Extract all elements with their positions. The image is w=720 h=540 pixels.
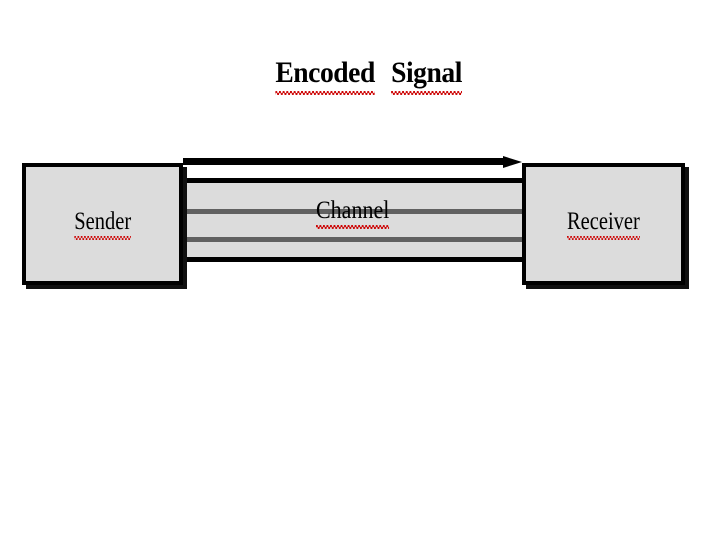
page-title: Encoded Signal xyxy=(268,56,468,95)
page-title-word-2: Signal xyxy=(391,56,463,95)
signal-arrow xyxy=(183,156,522,168)
sender-label: Sender xyxy=(74,208,132,240)
sender-box: Sender xyxy=(22,163,183,285)
channel-band: Channel xyxy=(183,178,522,262)
channel-inner-line-2 xyxy=(183,237,522,242)
receiver-box: Receiver xyxy=(522,163,685,285)
receiver-label: Receiver xyxy=(567,208,640,240)
channel-label-text: Channel xyxy=(315,197,390,229)
channel-label: Channel xyxy=(183,197,522,229)
channel-inner-line-1 xyxy=(183,209,522,214)
page-title-word-1: Encoded xyxy=(275,56,375,95)
